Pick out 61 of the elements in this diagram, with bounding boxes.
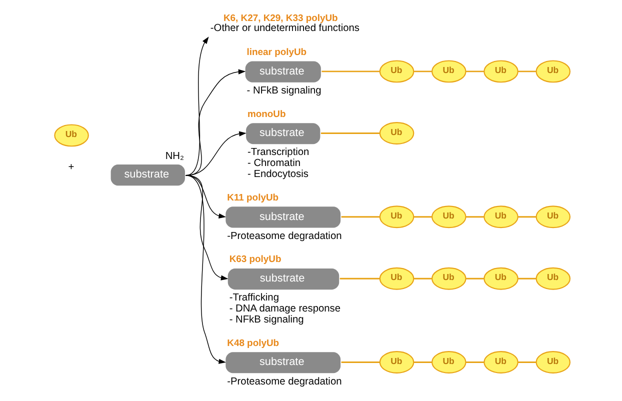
node-label: linear polyUb <box>246 47 307 58</box>
node-label: -Proteasome degradation <box>227 376 342 388</box>
node-ellipse: Ub <box>536 267 571 290</box>
node-ellipse: Ub <box>379 206 414 228</box>
connector <box>414 216 432 218</box>
node-label: K48 polyUb <box>227 338 280 349</box>
node-ellipse: Ub <box>379 122 414 144</box>
connector <box>414 362 432 363</box>
node-label: NH₂ <box>165 150 184 162</box>
connector <box>322 70 380 72</box>
connector <box>466 216 484 218</box>
connector <box>340 278 380 280</box>
node-ellipse: Ub <box>432 351 466 374</box>
node-label: - Endocytosis <box>247 169 308 180</box>
label: + <box>68 162 74 174</box>
arrow <box>185 175 226 364</box>
connector <box>518 278 536 280</box>
node-label: - NFkB signaling <box>229 314 304 326</box>
node-ellipse: Ub <box>536 206 571 228</box>
connector <box>414 70 432 72</box>
node-ellipse: Ub <box>536 60 571 83</box>
connector <box>518 216 536 218</box>
arrow <box>185 36 209 176</box>
node-label: - Chromatin <box>247 158 301 170</box>
node-ellipse: Ub <box>54 124 89 147</box>
connector <box>518 362 536 363</box>
node-ellipse: Ub <box>432 60 466 83</box>
connector <box>414 278 432 280</box>
connector <box>466 70 484 72</box>
node-box: substrate <box>245 61 321 82</box>
node-ellipse: Ub <box>432 206 466 228</box>
connector <box>466 278 484 280</box>
node-label: - DNA damage response <box>229 304 341 315</box>
node-box: substrate <box>228 268 340 290</box>
node-ellipse: Ub <box>484 60 518 83</box>
node-ellipse: Ub <box>379 351 414 374</box>
node-ellipse: Ub <box>536 351 571 374</box>
node-box: substrate <box>226 352 341 374</box>
node-label: K11 polyUb <box>227 192 279 204</box>
node-label: -Transcription <box>247 147 310 158</box>
node-box: substrate <box>246 123 320 144</box>
connector <box>320 132 380 134</box>
node-box: substrate <box>226 206 341 228</box>
node-label: monoUb <box>247 108 286 120</box>
node-ellipse: Ub <box>379 267 414 290</box>
connector <box>518 70 536 72</box>
connector <box>466 362 484 363</box>
node-ellipse: Ub <box>432 267 466 290</box>
node-ellipse: Ub <box>484 267 518 290</box>
node-label: K63 polyUb <box>229 254 282 266</box>
connector <box>341 362 380 363</box>
node-ellipse: Ub <box>484 351 518 374</box>
node-ellipse: Ub <box>484 206 518 228</box>
node-label: - NFkB signaling <box>246 85 322 96</box>
connector <box>341 216 380 218</box>
node-ellipse: Ub <box>379 60 414 83</box>
node-label: -Proteasome degradation <box>227 230 342 242</box>
node-text: K6, K27, K29, K33 polyUb -Other or undetermined functions <box>210 13 360 34</box>
node-label: -Trafficking <box>229 292 279 304</box>
arrow <box>185 175 228 280</box>
node-box: substrate <box>110 164 185 186</box>
